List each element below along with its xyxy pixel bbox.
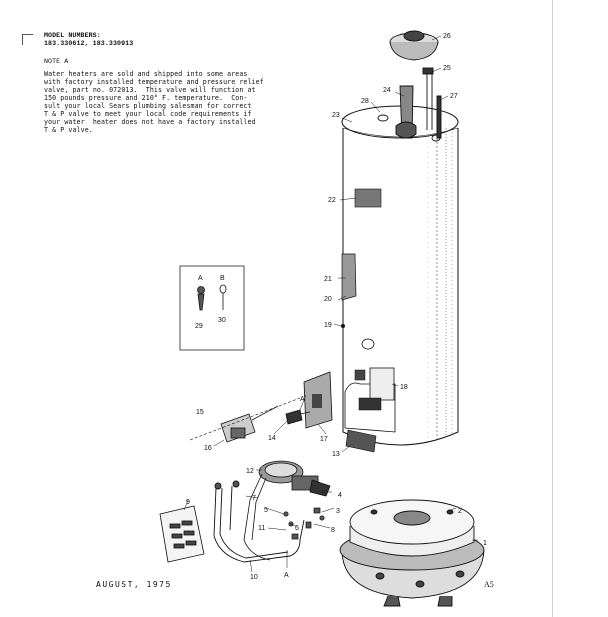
small-fittings	[283, 507, 325, 540]
label-plate	[354, 188, 382, 208]
plate-13	[345, 429, 377, 453]
screw-b-icon	[219, 284, 227, 310]
screw-19	[341, 324, 345, 328]
callout-21: 21	[324, 276, 332, 283]
callout-20: 20	[324, 296, 332, 303]
footer-date: AUGUST, 1975	[96, 580, 172, 589]
inset-part-30: 30	[218, 317, 226, 324]
inset-label-a: A	[198, 275, 203, 282]
callout-7: 7	[252, 495, 256, 502]
screw-a-icon	[197, 286, 205, 311]
callout-ref-a-lower: A	[284, 572, 289, 579]
inset-part-29: 29	[195, 323, 203, 330]
inner-door	[369, 367, 395, 401]
callout-9: 9	[186, 499, 190, 506]
callout-26: 26	[443, 33, 451, 40]
side-bracket	[341, 253, 357, 301]
notes-block: MODEL NUMBERS: 183.330612, 183.330913 NO…	[44, 32, 284, 134]
callout-3: 3	[336, 508, 340, 515]
callout-1: 1	[483, 540, 487, 547]
callout-23: 23	[332, 112, 340, 119]
callout-15: 15	[196, 409, 204, 416]
callout-28: 28	[361, 98, 369, 105]
note-a-title: NOTE A	[44, 58, 69, 65]
page-edge-rule	[552, 0, 553, 617]
leader-lines	[183, 35, 478, 573]
flue-baffle-cap	[389, 30, 439, 61]
callout-12: 12	[246, 468, 254, 475]
footer-page-number: A5	[484, 580, 494, 589]
fasteners-inset-box	[179, 265, 245, 351]
callout-18: 18	[400, 384, 408, 391]
callout-10: 10	[250, 574, 258, 581]
callout-25: 25	[443, 65, 451, 72]
callout-24: 24	[383, 87, 391, 94]
callout-19: 19	[324, 322, 332, 329]
callout-5: 5	[264, 507, 268, 514]
top-fittings	[377, 67, 442, 142]
base-pan	[339, 499, 485, 607]
callout-ref-a-upper: A	[300, 396, 305, 403]
callout-13: 13	[332, 451, 340, 458]
tank-body	[341, 105, 459, 446]
callout-11: 11	[258, 525, 265, 532]
burner-assembly	[243, 460, 331, 561]
corner-crop-mark	[22, 34, 33, 45]
model-numbers-header: MODEL NUMBERS:	[44, 32, 101, 39]
model-numbers-value: 183.330612, 183.330913	[44, 40, 134, 47]
callout-27: 27	[450, 93, 458, 100]
callout-4: 4	[338, 492, 342, 499]
tubing-10	[213, 480, 305, 563]
callout-2: 2	[458, 508, 462, 515]
inset-label-b: B	[220, 275, 225, 282]
callout-6: 6	[295, 525, 299, 532]
callout-14: 14	[268, 435, 276, 442]
callout-8: 8	[331, 527, 335, 534]
callout-22: 22	[328, 197, 336, 204]
shield-9	[159, 505, 205, 563]
gas-control-thermostat	[220, 405, 279, 443]
callout-16: 16	[204, 445, 212, 452]
callout-17: 17	[320, 436, 328, 443]
note-a-text: Water heaters are sold and shipped into …	[44, 70, 264, 134]
